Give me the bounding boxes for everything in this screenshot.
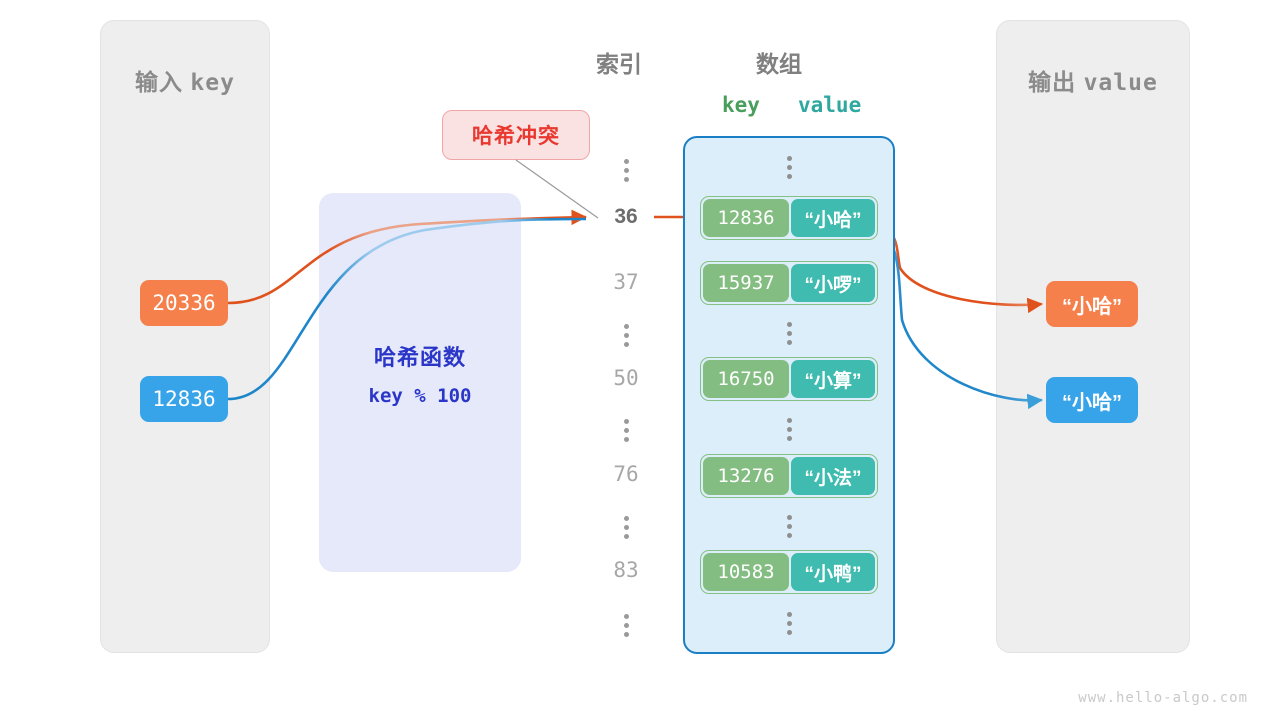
array-row-key: 12836 [703, 199, 789, 237]
array-row-value: “小啰” [791, 264, 875, 302]
index-dots-2 [596, 320, 656, 351]
array-row-37: 15937 “小啰” [700, 261, 878, 305]
array-row-key: 15937 [703, 264, 789, 302]
input-panel-title-cn: 输入 [135, 69, 184, 95]
index-dots-3 [596, 415, 656, 446]
index-label-36: 36 [614, 205, 638, 228]
input-key-box-2: 12836 [140, 376, 228, 422]
array-dots-5 [700, 608, 878, 639]
array-row-value: “小法” [791, 457, 875, 495]
array-dots-4 [700, 511, 878, 542]
collision-badge: 哈希冲突 [442, 110, 590, 160]
index-label-50: 50 [613, 366, 639, 390]
array-row-50: 16750 “小算” [700, 357, 878, 401]
index-dots-5 [596, 610, 656, 641]
array-row-key: 13276 [703, 457, 789, 495]
index-label-37: 37 [613, 270, 639, 294]
output-panel-title-cn: 输出 [1028, 69, 1077, 95]
array-row-value: “小鸭” [791, 553, 875, 591]
hash-function-box: 哈希函数 key % 100 [319, 193, 521, 572]
input-panel: 输入 key [100, 20, 270, 653]
array-row-value: “小哈” [791, 199, 875, 237]
index-dots-1 [596, 155, 656, 186]
watermark: www.hello-algo.com [1078, 690, 1248, 706]
index-label-83: 83 [613, 558, 639, 582]
input-key-box-1: 20336 [140, 280, 228, 326]
key-column-header: key [722, 93, 760, 117]
collision-leader-line [515, 159, 599, 219]
array-row-83: 10583 “小鸭” [700, 550, 878, 594]
array-row-76: 13276 “小法” [700, 454, 878, 498]
input-panel-title-en: key [190, 70, 235, 96]
array-row-key: 16750 [703, 360, 789, 398]
array-row-key: 10583 [703, 553, 789, 591]
array-row-36: 12836 “小哈” [700, 196, 878, 240]
index-label-76: 76 [613, 462, 639, 486]
index-column-header: 索引 [596, 51, 642, 77]
value-column-header: value [798, 93, 862, 117]
array-dots-1 [700, 152, 878, 183]
output-value-box-2: “小哈” [1046, 377, 1138, 423]
output-panel-title: 输出 value [997, 63, 1189, 97]
output-panel: 输出 value [996, 20, 1190, 653]
array-column-header: 数组 [756, 51, 802, 77]
hash-function-expression: key % 100 [368, 385, 472, 407]
hash-function-title: 哈希函数 [373, 345, 466, 370]
input-panel-title: 输入 key [101, 63, 269, 97]
output-value-box-1: “小哈” [1046, 281, 1138, 327]
output-panel-title-en: value [1083, 70, 1158, 96]
array-dots-2 [700, 318, 878, 349]
array-dots-3 [700, 414, 878, 445]
array-row-value: “小算” [791, 360, 875, 398]
index-dots-4 [596, 512, 656, 543]
